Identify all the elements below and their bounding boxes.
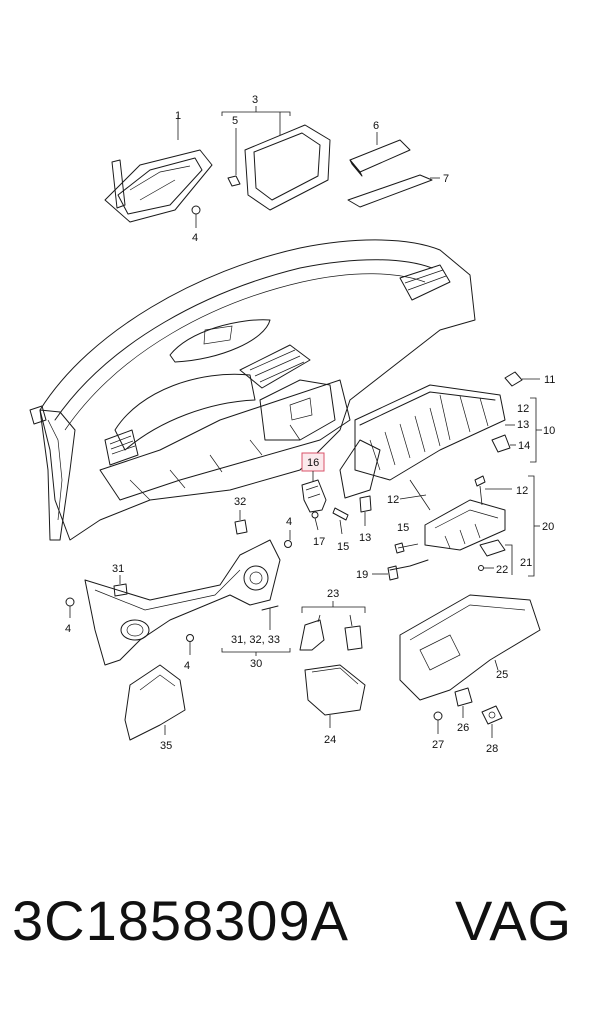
callout-12-c: 12 [516,485,528,497]
callout-22: 22 [496,564,508,576]
callout-27: 27 [432,739,444,751]
callout-11: 11 [544,374,555,386]
callout-1: 1 [175,110,181,122]
part-1-radio-frame [104,149,213,223]
part-30-lower-trim [84,539,281,666]
callout-15-b: 15 [397,522,409,534]
screw-icon [191,205,201,228]
callout-25: 25 [496,669,508,681]
callout-12-b: 12 [387,494,399,506]
callout-32: 32 [234,496,246,508]
clip-icon [504,371,523,387]
callout-31: 31 [112,563,124,575]
callout-13-a: 13 [517,419,529,431]
callout-6: 6 [373,120,379,132]
footer: 3C1858309A VAG [0,888,600,988]
dashboard-panel [29,239,476,541]
callout-13-b: 13 [359,532,371,544]
callout-5: 5 [232,115,238,127]
screw-icon [311,511,319,531]
callout-4-lower: 4 [184,660,190,672]
callout-30: 30 [250,658,262,670]
callout-7: 7 [443,173,449,185]
callout-23: 23 [327,588,339,600]
callout-20: 20 [542,521,554,533]
callout-28: 28 [486,743,498,755]
callout-24: 24 [324,734,336,746]
part-20-glovebox-insert [424,499,506,551]
callout-35: 35 [160,740,172,752]
part-35-cover [124,664,186,741]
brand-label: VAG [455,889,573,952]
callout-17: 17 [313,536,325,548]
part-25-glovebox-lid [399,594,541,701]
part-3-display-frame [244,124,331,211]
callout-4-mid: 4 [286,516,292,528]
callout-16[interactable]: 16 [307,457,319,469]
callout-4-left: 4 [65,623,71,635]
callout-4-top: 4 [192,232,198,244]
callout-31-32-33: 31, 32, 33 [231,634,280,646]
part-10-glovebox-housing [339,384,506,499]
callout-26: 26 [457,722,469,734]
part-7-trim [347,174,433,208]
part-number: 3C1858309A [12,889,349,952]
callout-10: 10 [543,425,555,437]
callout-21: 21 [520,557,532,569]
screw-icon [474,475,486,506]
bolt-icon [332,507,349,535]
part-6-cover [349,139,411,177]
part-24-tray [304,664,366,716]
callout-14: 14 [518,440,530,452]
callout-3: 3 [252,94,258,106]
part-16-bracket [301,479,327,513]
callout-12-a: 12 [517,403,529,415]
callout-15-a: 15 [337,541,349,553]
parts-diagram: 1 4 3 5 6 7 [29,94,555,755]
callout-19: 19 [356,569,368,581]
